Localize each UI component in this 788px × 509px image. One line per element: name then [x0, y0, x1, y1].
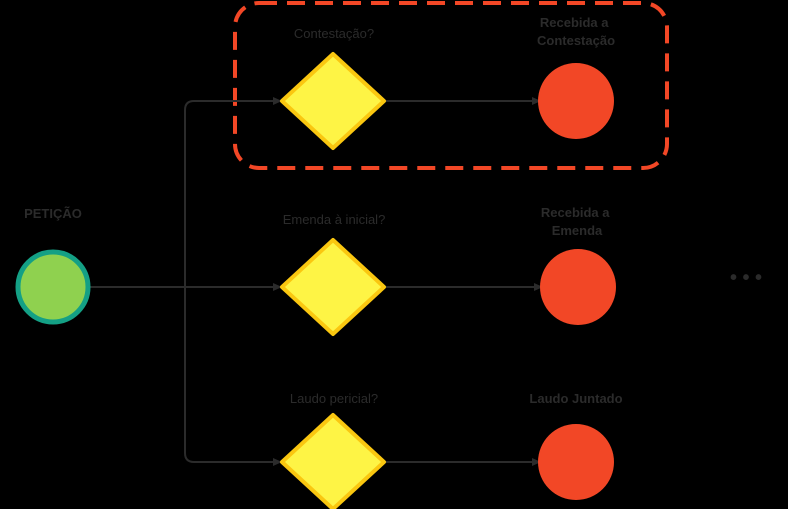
- start-label: PETIÇÃO: [24, 206, 82, 221]
- start-node: [15, 249, 91, 325]
- branch-1: Contestação? Recebida a Contestação: [280, 15, 615, 150]
- decision-label-3: Laudo pericial?: [290, 391, 378, 406]
- result-label-2-line-1: Recebida a: [541, 205, 610, 220]
- result-label-1: Recebida a Contestação: [537, 15, 615, 48]
- end-node-3: [538, 424, 614, 500]
- result-label-3: Laudo Juntado: [529, 391, 622, 406]
- result-label-2-line-2: Emenda: [552, 223, 603, 238]
- decision-node-2: [280, 238, 386, 336]
- connectors: [90, 97, 543, 466]
- branch-3: Laudo pericial? Laudo Juntado: [280, 391, 623, 509]
- connector-trunk-to-branch-1: [184, 97, 282, 287]
- result-label-1-line-2: Contestação: [537, 33, 615, 48]
- connector-trunk-to-branch-3: [184, 287, 282, 466]
- end-node-1: [538, 63, 614, 139]
- continuation-ellipsis: • • •: [730, 267, 762, 289]
- decision-label-1: Contestação?: [294, 26, 374, 41]
- result-label-2: Recebida a Emenda: [541, 205, 613, 238]
- highlight-box: [233, 1, 669, 170]
- decision-node-3: [280, 413, 386, 509]
- decision-label-2: Emenda à inicial?: [283, 212, 386, 227]
- branch-2: Emenda à inicial? Recebida a Emenda: [280, 205, 616, 336]
- decision-node-1: [280, 52, 386, 150]
- end-node-2: [540, 249, 616, 325]
- result-label-1-line-1: Recebida a: [540, 15, 609, 30]
